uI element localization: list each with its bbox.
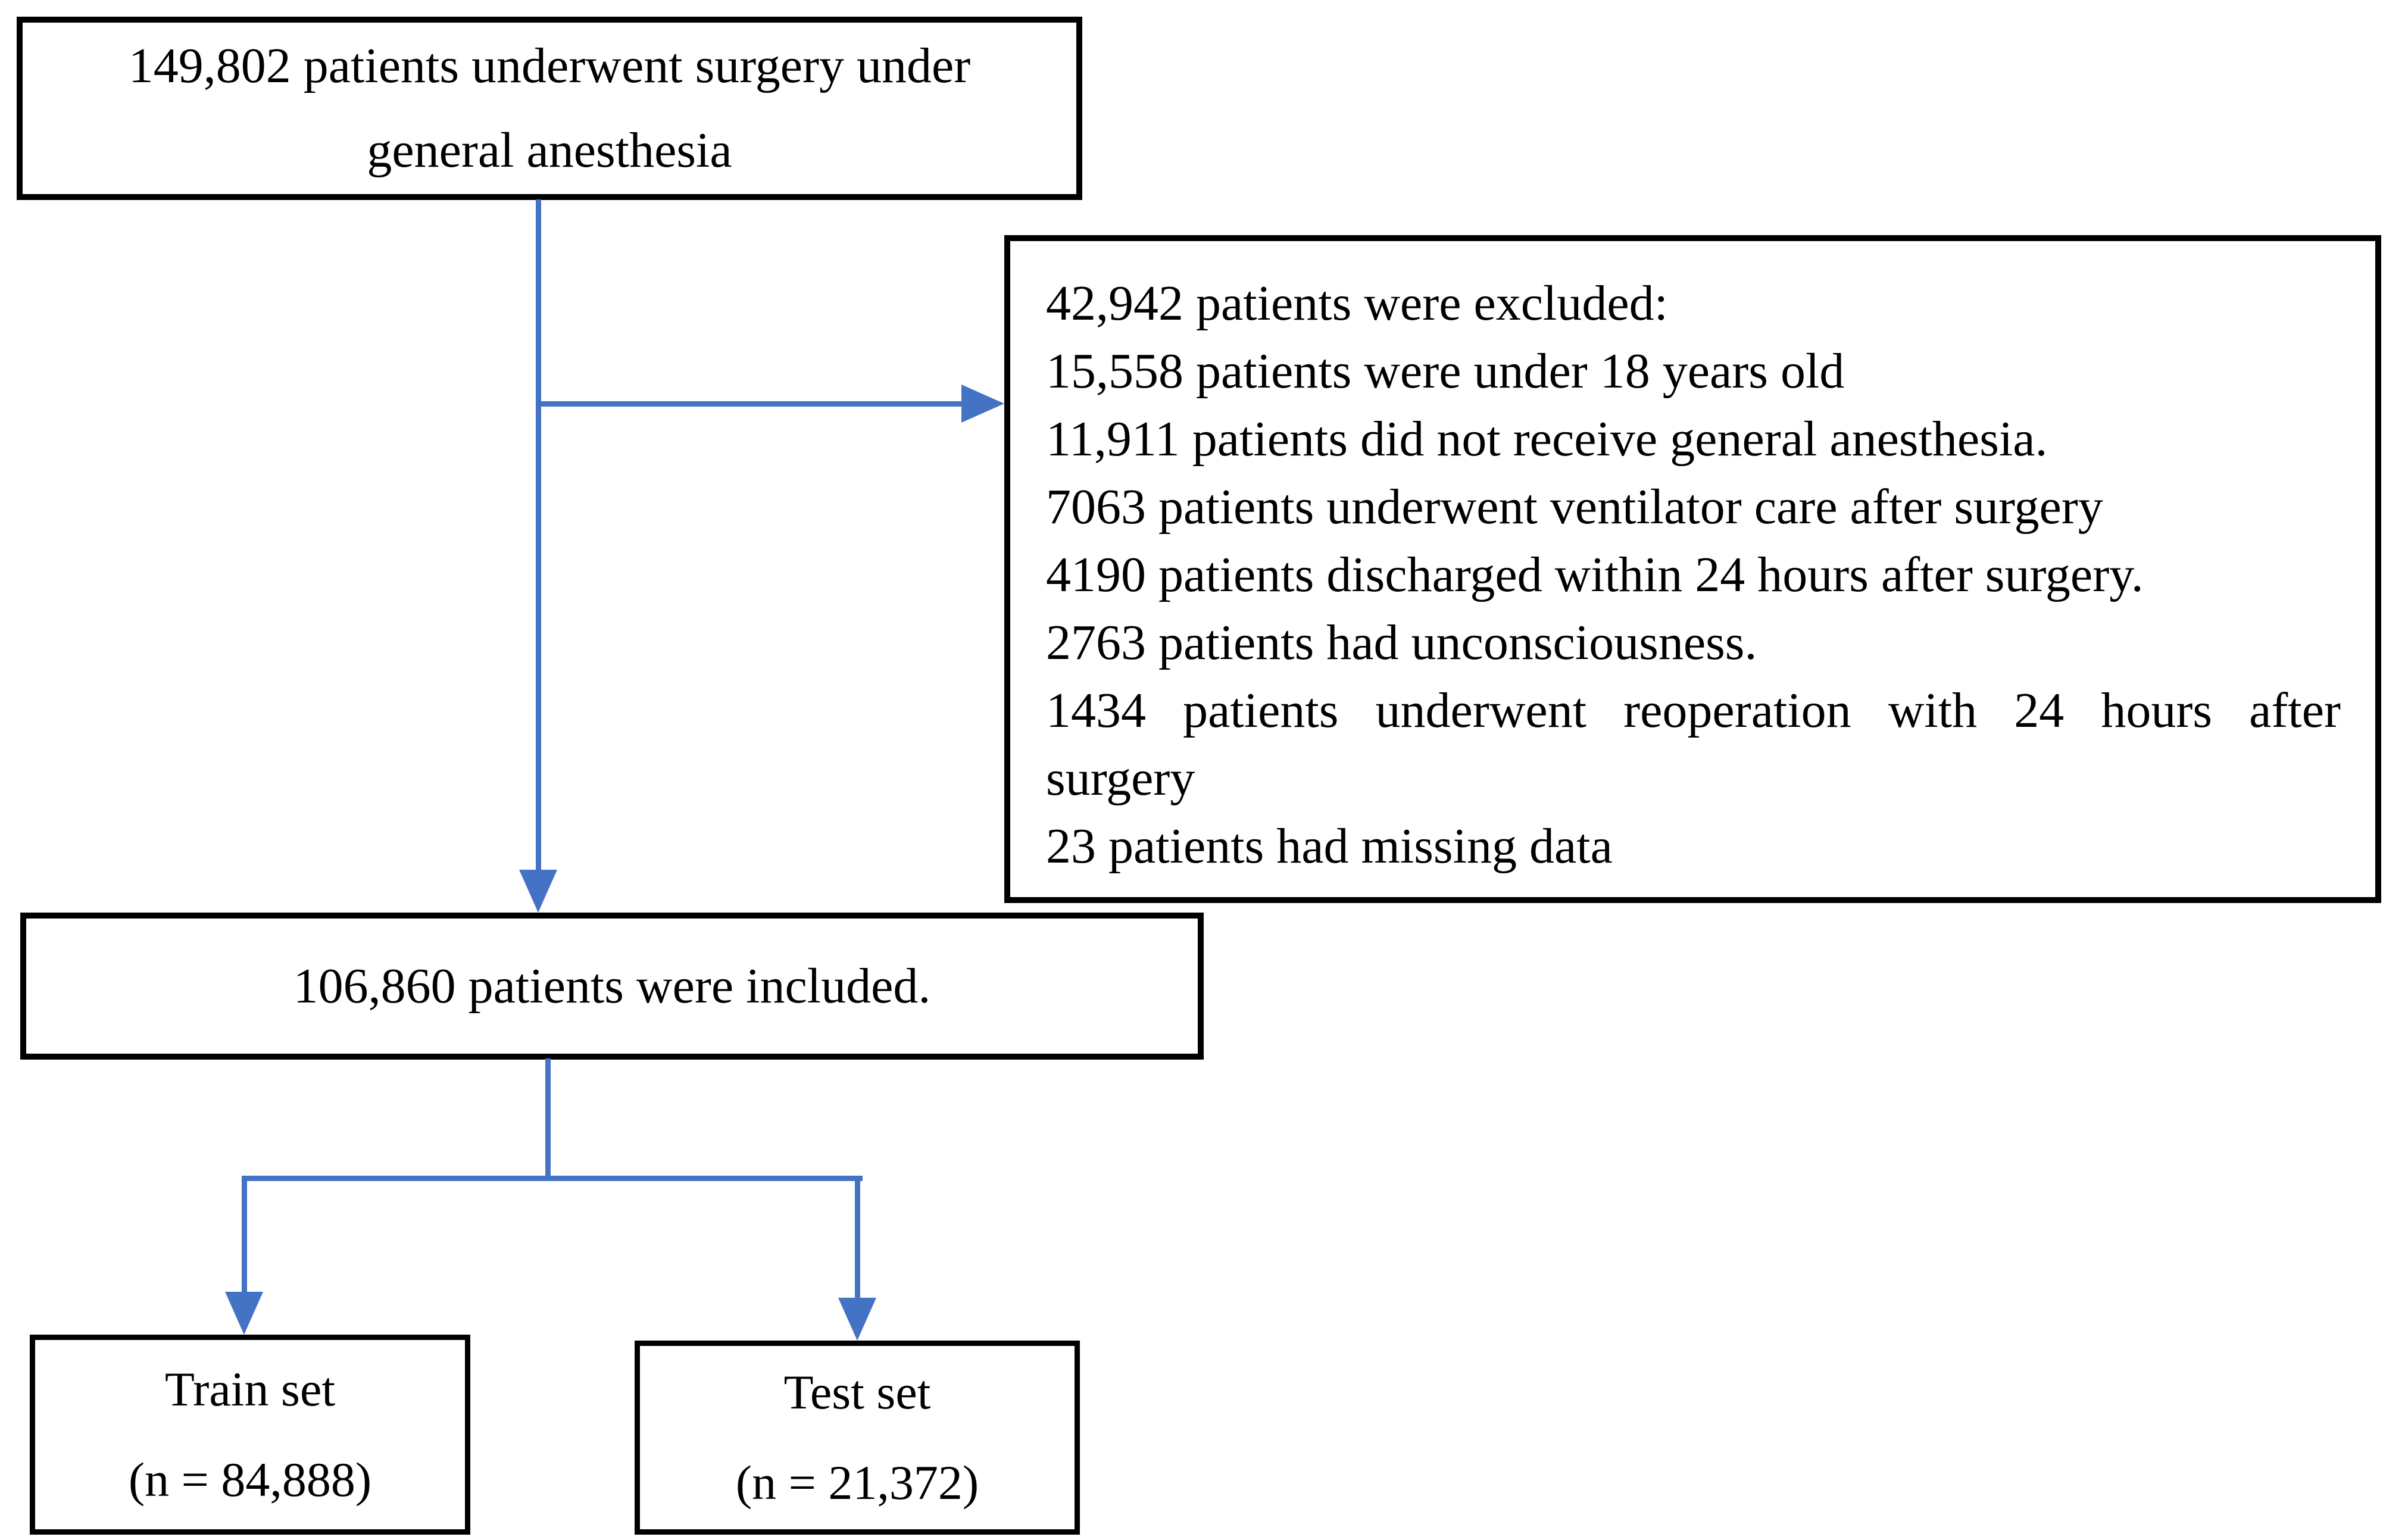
arrow-down-icon (838, 1298, 876, 1341)
train-set-title: Train set (164, 1362, 336, 1416)
excluded-line: 23 patients had missing data (1046, 819, 1613, 874)
excluded-line: 42,942 patients were excluded: (1046, 276, 1668, 331)
arrow-down-icon (225, 1292, 263, 1335)
source-line: 149,802 patients underwent surgery under (128, 38, 971, 93)
arrow-to-excluded-line (536, 401, 963, 407)
included-text: 106,860 patients were included. (293, 958, 931, 1014)
train-set-count: (n = 84,888) (128, 1452, 372, 1507)
excluded-line: 15,558 patients were under 18 years old (1046, 343, 1845, 399)
test-set-box: Test set (n = 21,372) (635, 1341, 1080, 1535)
test-set-title: Test set (783, 1365, 931, 1419)
source-line: general anesthesia (367, 123, 732, 178)
arrow-source-to-included-line (536, 199, 541, 870)
excluded-box: 42,942 patients were excluded: 15,558 pa… (1004, 235, 2381, 903)
excluded-line: 11,911 patients did not receive general … (1046, 411, 2048, 467)
excluded-line: 2763 patients had unconsciousness. (1046, 615, 1757, 670)
arrow-to-test-line (855, 1176, 860, 1299)
included-box: 106,860 patients were included. (20, 913, 1204, 1060)
excluded-line: surgery (1046, 751, 1195, 806)
excluded-line: 7063 patients underwent ventilator care … (1046, 479, 2103, 535)
arrow-down-icon (519, 870, 557, 913)
test-set-count: (n = 21,372) (735, 1455, 979, 1510)
arrow-to-train-line (242, 1176, 247, 1293)
branch-horizontal-line (242, 1176, 863, 1181)
arrow-right-icon (961, 385, 1004, 423)
excluded-line: 4190 patients discharged within 24 hours… (1046, 547, 2144, 602)
excluded-line: 1434 patients underwent reoperation with… (1046, 683, 2341, 738)
train-set-box: Train set (n = 84,888) (30, 1335, 470, 1535)
branch-stem-line (545, 1058, 551, 1181)
source-box: 149,802 patients underwent surgery under… (17, 17, 1082, 200)
